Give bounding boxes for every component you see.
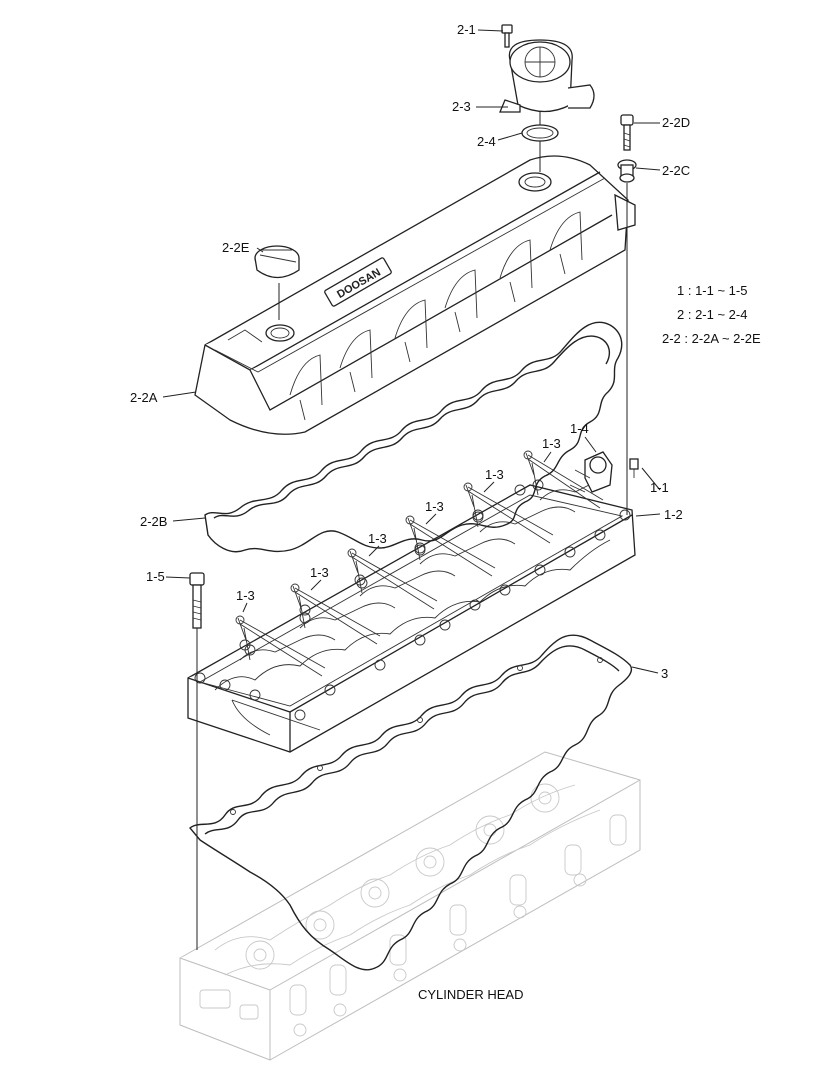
callout-1-5: 1-5 bbox=[146, 569, 165, 584]
assembly-center-lines bbox=[196, 112, 628, 950]
callout-1-3-d: 1-3 bbox=[368, 531, 387, 546]
rocker-arms bbox=[235, 450, 604, 677]
legend-line-1: 1 : 1-1 ~ 1-5 bbox=[677, 283, 747, 298]
callout-2-2D: 2-2D bbox=[662, 115, 690, 130]
rocker-housing-gasket bbox=[189, 634, 633, 971]
callout-labels: 2-1 2-3 2-4 2-2D 2-2C 2-2E 2-2A 2-2B 1-4… bbox=[130, 22, 690, 681]
cover-bolt bbox=[620, 114, 634, 151]
callout-3: 3 bbox=[661, 666, 668, 681]
callout-1-2: 1-2 bbox=[664, 507, 683, 522]
long-bolt bbox=[189, 572, 205, 629]
leader-lines bbox=[162, 29, 661, 674]
callout-1-1: 1-1 bbox=[650, 480, 669, 495]
callout-2-2B: 2-2B bbox=[140, 514, 167, 529]
callout-2-4: 2-4 bbox=[477, 134, 496, 149]
cylinder-head-label: CYLINDER HEAD bbox=[418, 987, 523, 1002]
assembly-legend: 1 : 1-1 ~ 1-5 2 : 2-1 ~ 2-4 2-2 : 2-2A ~… bbox=[662, 283, 761, 346]
callout-2-2E: 2-2E bbox=[222, 240, 250, 255]
small-bolt bbox=[629, 458, 639, 478]
legend-line-3: 2-2 : 2-2A ~ 2-2E bbox=[662, 331, 761, 346]
rocker-housing bbox=[187, 481, 636, 753]
o-ring bbox=[521, 124, 559, 142]
cover-gasket bbox=[204, 321, 623, 553]
callout-2-2A: 2-2A bbox=[130, 390, 158, 405]
callout-1-3-a: 1-3 bbox=[542, 436, 561, 451]
callout-1-4: 1-4 bbox=[570, 421, 589, 436]
callout-1-3-b: 1-3 bbox=[485, 467, 504, 482]
callout-1-3-e: 1-3 bbox=[310, 565, 329, 580]
isolator-grommet bbox=[617, 159, 637, 183]
callout-2-1: 2-1 bbox=[457, 22, 476, 37]
legend-line-2: 2 : 2-1 ~ 2-4 bbox=[677, 307, 747, 322]
callout-2-2C: 2-2C bbox=[662, 163, 690, 178]
cylinder-head bbox=[179, 751, 641, 1061]
valve-cover: DOOSAN bbox=[194, 155, 636, 435]
breather-housing bbox=[499, 39, 595, 113]
oil-filler-cap bbox=[254, 245, 300, 279]
callout-1-3-c: 1-3 bbox=[425, 499, 444, 514]
callout-2-3: 2-3 bbox=[452, 99, 471, 114]
control-valve bbox=[569, 451, 613, 493]
breather-bolt bbox=[501, 24, 513, 48]
callout-1-3-f: 1-3 bbox=[236, 588, 255, 603]
